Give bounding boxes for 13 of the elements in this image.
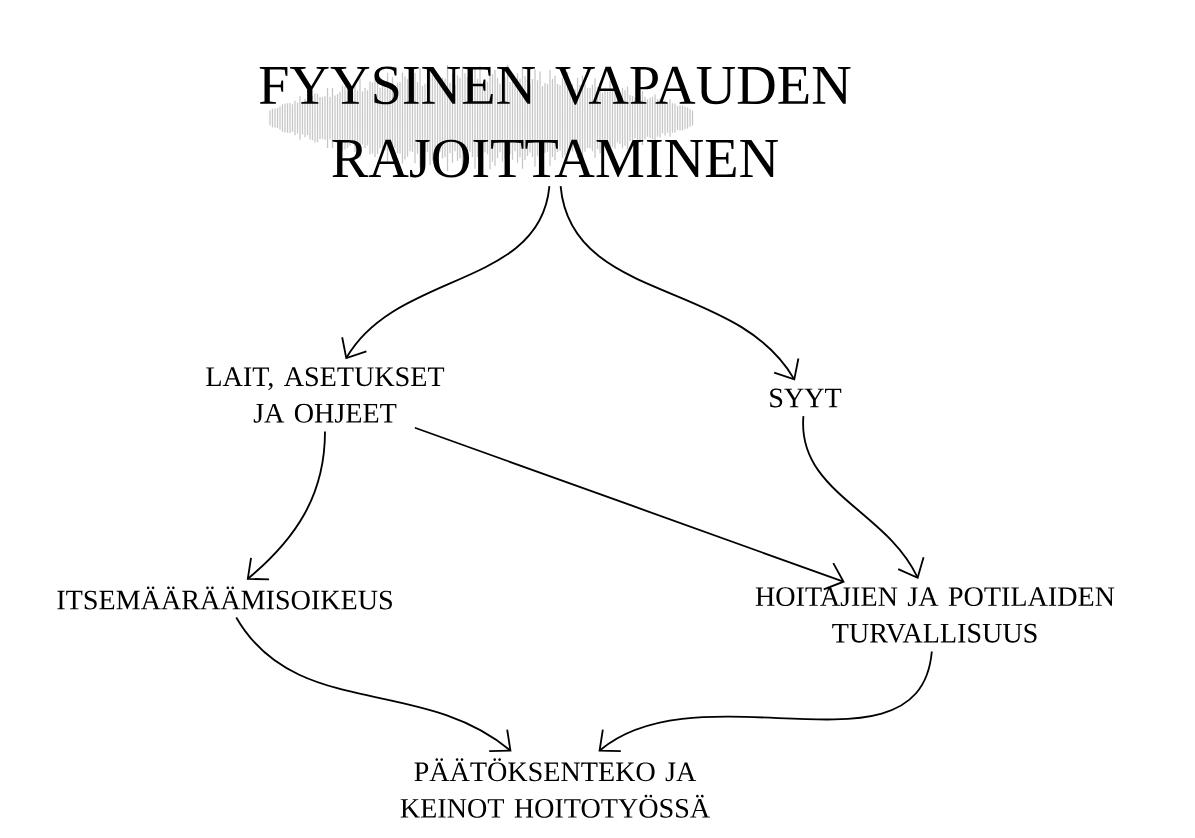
arrow bbox=[341, 185, 551, 360]
topic-text: ITSEMÄÄRÄÄMISOIKEUS bbox=[57, 586, 392, 610]
topic-text: LAIT, ASETUKSET JA OHJEET bbox=[206, 367, 445, 423]
arrow bbox=[802, 415, 925, 580]
topic-text: PÄÄTÖKSENTEKO JA KEINOT HOITOTYÖSSÄ bbox=[400, 758, 710, 818]
title-text: FYYSINEN VAPAUDEN RAJOITTAMINEN bbox=[259, 66, 851, 178]
arrow bbox=[559, 185, 800, 381]
arrow bbox=[235, 616, 512, 752]
arrow bbox=[246, 430, 326, 581]
topic-text: HOITAJIEN JA POTILAIDEN TURVALLISUUS bbox=[755, 587, 1115, 643]
arrow bbox=[598, 650, 933, 752]
arrow bbox=[413, 426, 845, 591]
topic-text: SYYT bbox=[770, 388, 842, 408]
